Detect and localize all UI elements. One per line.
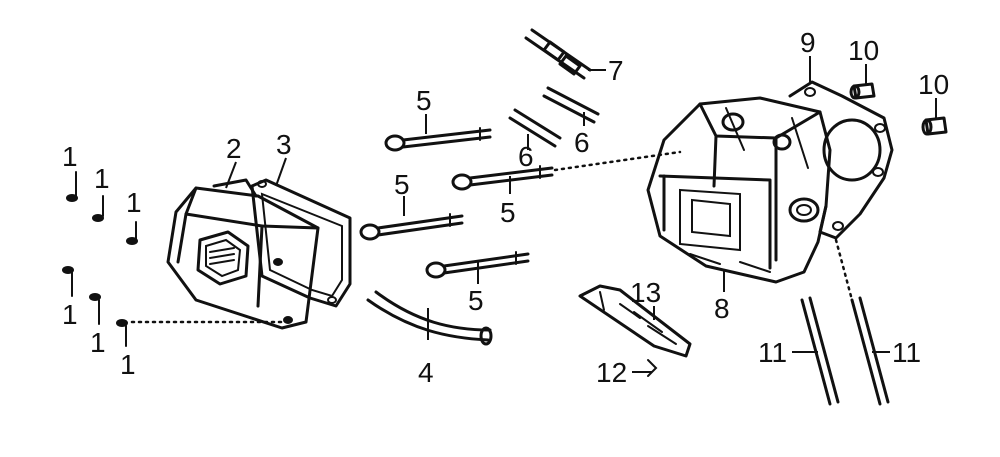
callout-labels: 1 1 1 1 1 1 2 3 4 5 5 5 5 6 6 7 8 9 10 1…: [62, 27, 949, 388]
stud-group: [508, 86, 600, 148]
screw-part: [126, 221, 138, 245]
bolt-part: [451, 165, 554, 191]
callout-dowel-pin: 10: [918, 69, 949, 100]
callout-push-rod: 11: [892, 337, 921, 368]
callout-head-cover: 2: [226, 133, 242, 164]
spark-plug-part: [524, 28, 592, 80]
cover-gasket-part: [250, 178, 352, 308]
callout-cylinder-head: 8: [714, 293, 730, 324]
callout-breather-tube: 4: [418, 357, 434, 388]
callout-push-rod: 11: [758, 337, 787, 368]
assembly-guide-line: [834, 238, 854, 302]
screw-group: [62, 171, 138, 347]
callout-gasket: 3: [276, 129, 292, 160]
bolt-part: [359, 213, 464, 241]
callout-stud: 6: [574, 127, 590, 158]
callout-spark-plug: 7: [608, 55, 624, 86]
screw-part: [116, 319, 128, 347]
callout-bolt: 5: [416, 85, 432, 116]
callout-screw: 1: [94, 163, 110, 194]
stud-part: [542, 86, 600, 124]
head-gasket-part: [788, 80, 894, 240]
screw-part: [89, 293, 101, 325]
callout-bolt: 5: [394, 169, 410, 200]
callout-screw: 1: [120, 349, 136, 380]
callout-stud: 6: [518, 141, 534, 172]
dowel-pin-group: [849, 82, 948, 136]
dowel-pin-part: [849, 82, 876, 100]
dowel-pin-part: [921, 116, 948, 136]
callout-deflector: 13: [630, 277, 661, 308]
cylinder-head-part: [646, 96, 832, 284]
callout-screw: 1: [126, 187, 142, 218]
push-rod-part: [850, 296, 890, 406]
leader-lines: [225, 56, 937, 373]
clip-part: [647, 359, 658, 377]
callout-bolt: 5: [500, 197, 516, 228]
callout-clip: 12: [596, 357, 627, 388]
callout-dowel-pin: 10: [848, 35, 879, 66]
callout-bolt: 5: [468, 285, 484, 316]
screw-part: [66, 171, 78, 202]
deflector-part: [578, 284, 692, 358]
bolt-group: [359, 127, 554, 279]
head-cover-part: [166, 178, 320, 330]
screw-part: [62, 266, 74, 297]
callout-screw: 1: [90, 327, 106, 358]
stud-part: [508, 108, 562, 148]
callout-screw: 1: [62, 299, 78, 330]
screw-part: [92, 195, 104, 222]
callout-head-gasket: 9: [800, 27, 816, 58]
callout-screw: 1: [62, 141, 78, 172]
bolt-part: [425, 251, 530, 279]
bolt-part: [384, 127, 492, 152]
